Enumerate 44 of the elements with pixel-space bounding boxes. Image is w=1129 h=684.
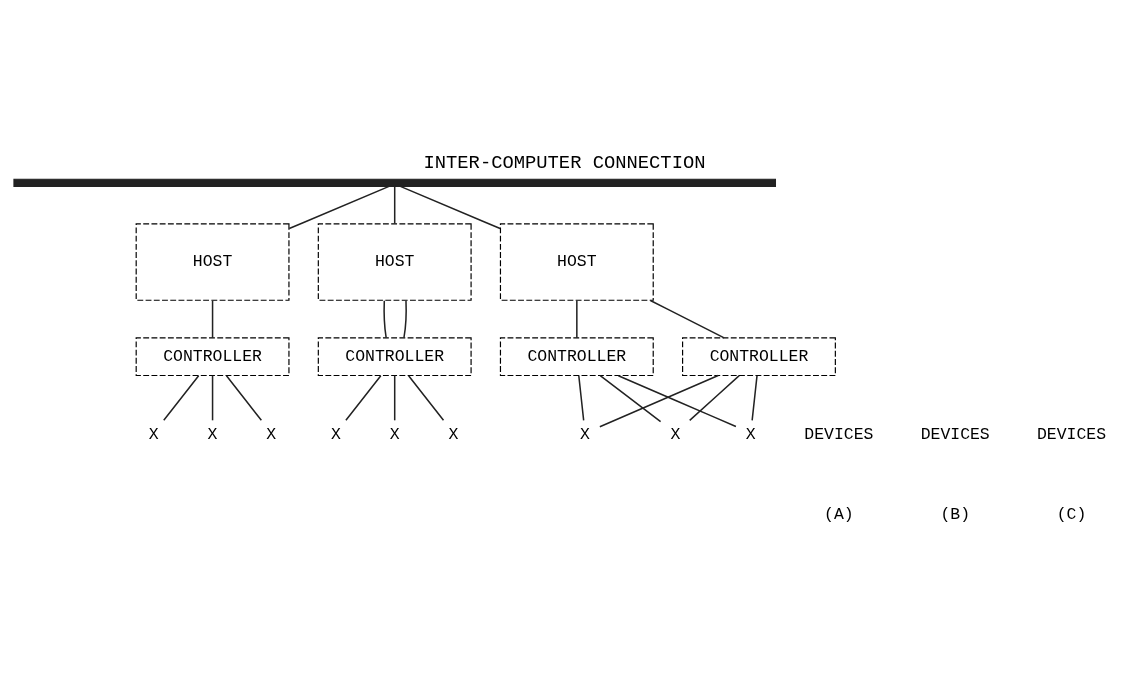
node-box: HOST [499,223,654,301]
connector [393,374,396,422]
node-text: X [207,424,218,444]
connector [688,374,740,422]
label: DEVICES [1037,424,1107,444]
connector [617,374,737,428]
connector [383,300,387,339]
node-text: X [148,424,159,444]
node-bar [13,178,776,187]
connector [211,374,214,422]
connector [163,374,200,422]
label: DEVICES [804,424,874,444]
node-text: X [670,424,681,444]
connector [225,374,263,422]
node-box: HOST [317,223,472,301]
connector [599,374,719,428]
connector [578,374,585,422]
label: (C) [1056,504,1087,524]
connector [599,374,662,423]
node-text: X [745,424,756,444]
connector [649,299,725,339]
node-text: X [266,424,277,444]
connector [399,185,501,230]
diagram-title: INTER-COMPUTER CONNECTION [423,152,706,175]
connector [345,374,382,422]
connector [407,374,445,422]
node-box: CONTROLLER [499,337,654,377]
node-text: X [331,424,341,444]
label: (A) [824,504,854,524]
connector [211,300,214,339]
connector [403,300,407,339]
node-box: CONTROLLER [682,337,836,377]
connector [393,185,396,225]
node-text: X [580,424,590,444]
node-text: X [389,424,400,444]
connector [751,374,758,422]
connector [576,300,578,339]
node-box: HOST [135,223,290,301]
node-box: CONTROLLER [317,337,472,377]
label: (B) [940,504,971,524]
node-text: X [448,424,459,444]
label: DEVICES [920,424,990,444]
node-box: CONTROLLER [135,337,290,377]
connector [288,185,390,230]
